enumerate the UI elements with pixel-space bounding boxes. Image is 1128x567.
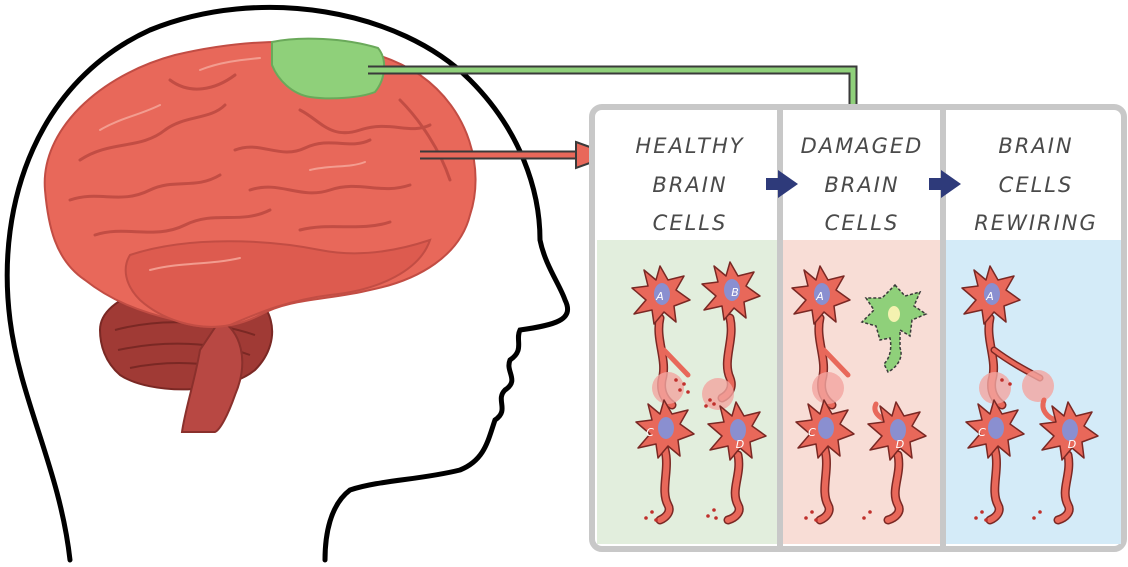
neuron-label-c: C [646,426,654,439]
neuron-label-a-rewiring: A [985,290,994,303]
neuron-label-b: B [731,286,739,299]
synapse-rewiring-2 [1022,370,1054,402]
panel-rewiring-title-line-1: BRAIN [998,134,1073,158]
panel-healthy-title-line-1: HEALTHY [635,134,744,158]
panel-damaged-title-line-3: CELLS [825,211,900,235]
panel-damaged-title-line-2: BRAIN [824,173,899,197]
neuron-label-d: D [736,438,744,451]
synapse-damaged [812,372,844,404]
neuron-label-a: A [655,290,664,303]
panel-rewiring-title-line-3: REWIRING [974,211,1098,235]
panels: HEALTHY BRAIN CELLS DAMAGED BRAIN CELLS … [592,107,1124,549]
panel-healthy-title-line-2: BRAIN [652,173,727,197]
panel-healthy-title-line-3: CELLS [653,211,728,235]
neuron-label-a-damaged: A [815,290,824,303]
brain [45,39,476,432]
neuron-label-c-rewiring: C [978,426,986,439]
neuron-label-d-damaged: D [896,438,904,451]
panel-rewiring-title-line-2: CELLS [999,173,1074,197]
neuron-label-d-rewiring: D [1068,438,1076,451]
synapse-rewiring-1 [979,372,1011,404]
synapse-healthy-1 [652,372,684,404]
panel-damaged-title-line-1: DAMAGED [801,134,924,158]
neuron-label-c-damaged: C [808,426,816,439]
